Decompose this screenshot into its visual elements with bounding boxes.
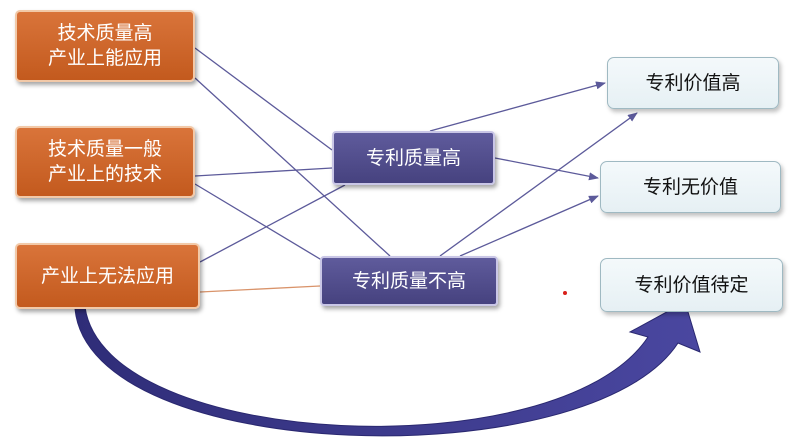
- connector-o2-to-p1: [194, 167, 333, 177]
- arrow-p1-to-l1: [429, 81, 606, 132]
- connector-o1-to-p1: [194, 47, 333, 151]
- box-tech-average-quality: 技术质量一般 产业上的技术: [15, 126, 195, 198]
- arrow-p2-to-l2: [459, 195, 599, 257]
- red-dot-marker: [563, 291, 567, 295]
- connector-o2-to-p2: [194, 183, 326, 263]
- connector-o3-to-p1: [199, 184, 346, 263]
- box-industry-not-applicable: 产业上无法应用: [15, 243, 200, 309]
- box-patent-no-value: 专利无价值: [600, 161, 781, 213]
- connector-o3-to-p2: [199, 285, 321, 293]
- box-patent-value-pending: 专利价值待定: [600, 258, 783, 312]
- box-tech-high-quality-applicable: 技术质量高 产业上能应用: [15, 10, 195, 82]
- big-curved-arrow: [74, 301, 701, 437]
- connector-o1-to-p2: [194, 77, 391, 257]
- arrow-p2-to-l1: [439, 112, 638, 257]
- box-patent-value-high: 专利价值高: [607, 57, 779, 109]
- box-patent-quality-high: 专利质量高: [332, 131, 495, 185]
- arrow-p1-to-l2: [494, 157, 599, 181]
- box-patent-quality-not-high: 专利质量不高: [320, 256, 498, 306]
